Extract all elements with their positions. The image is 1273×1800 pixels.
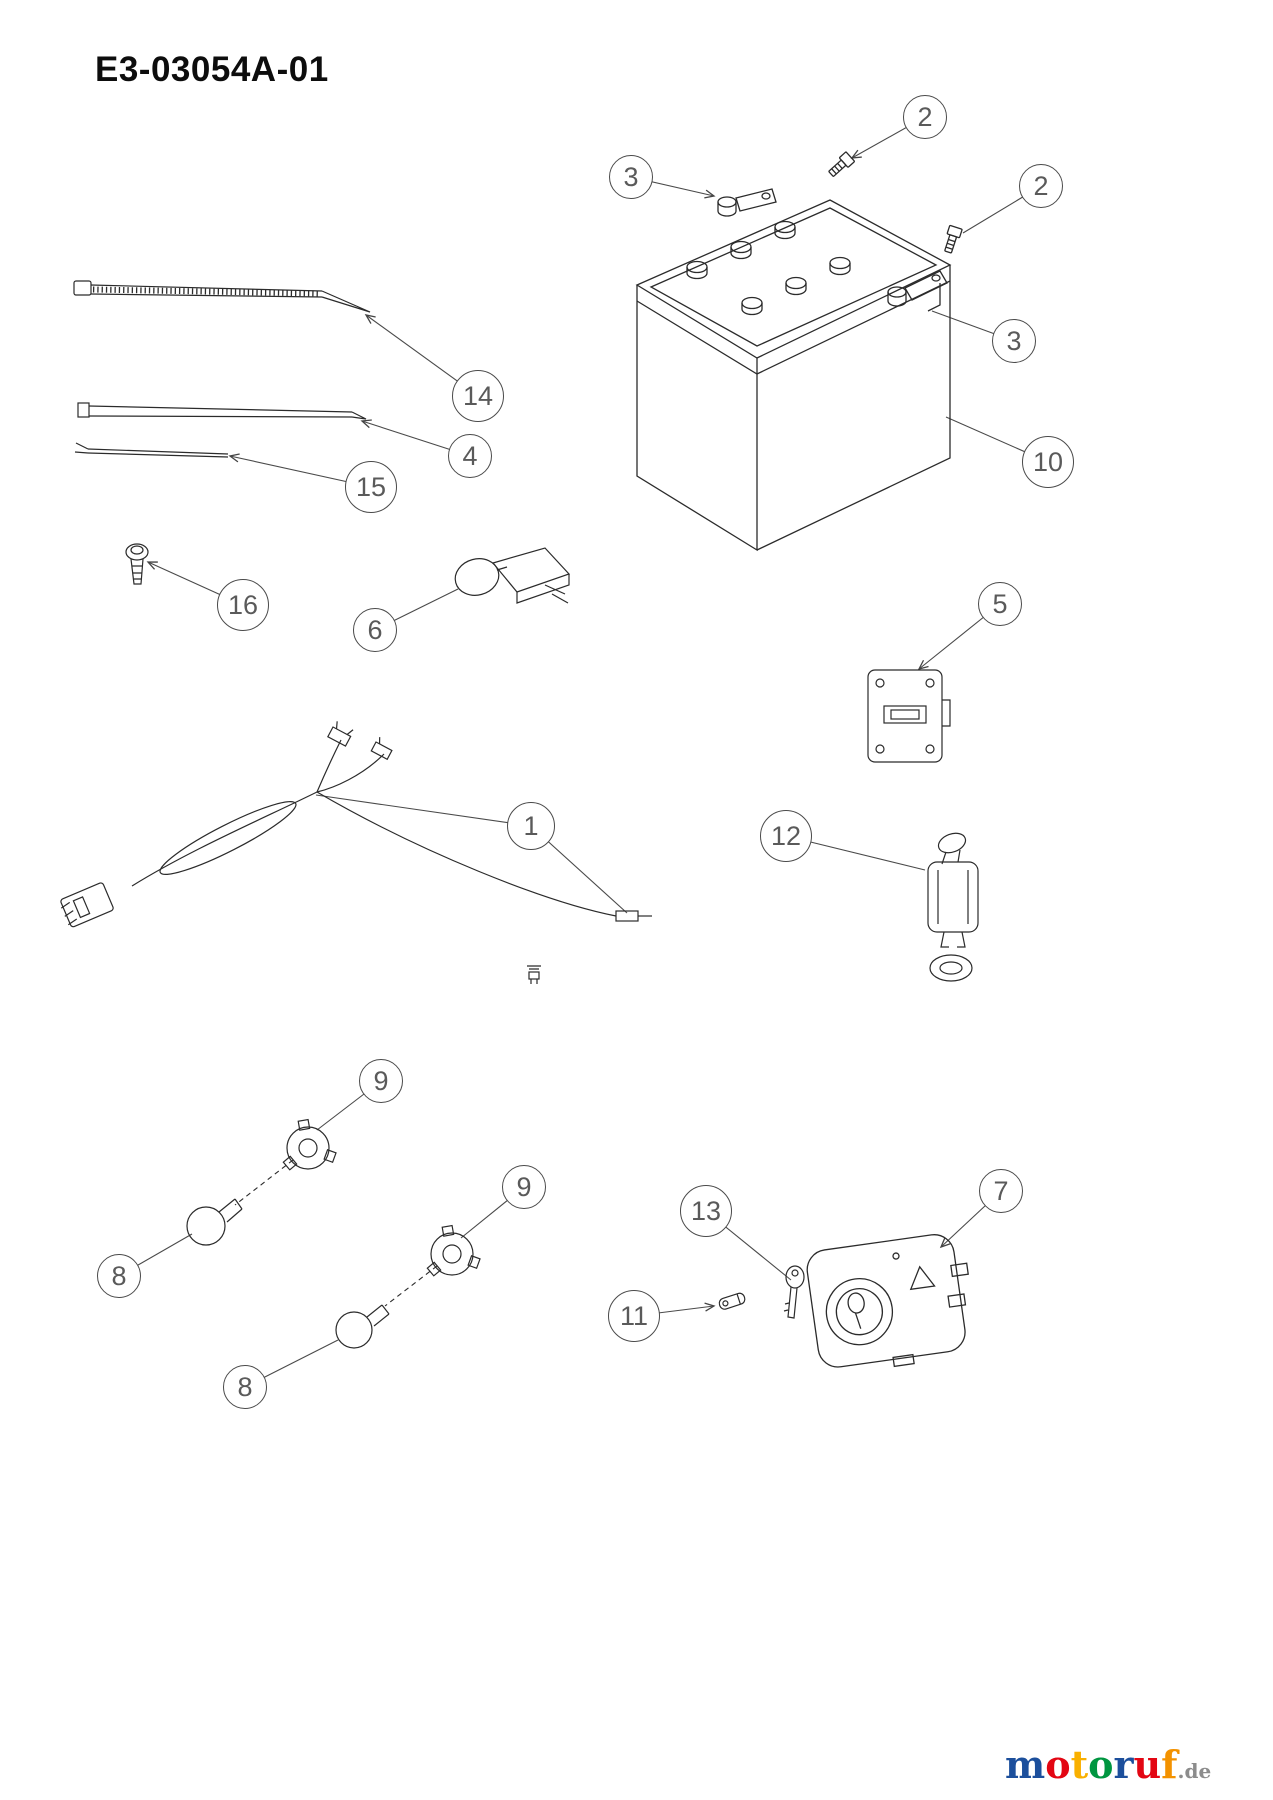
callout-part-12: 12: [760, 810, 812, 862]
callout-part-8: 8: [97, 1254, 141, 1298]
logo-letter: m: [1005, 1742, 1046, 1787]
bolt-icon: [828, 151, 855, 177]
callout-part-3: 3: [609, 155, 653, 199]
socket-component-drawing: [927, 832, 979, 982]
callout-part-4: 4: [448, 434, 492, 478]
callout-part-14: 14: [452, 370, 504, 422]
logo-letter: f: [1161, 1742, 1178, 1787]
bulb-drawing: [335, 1304, 390, 1349]
key-drawing: [783, 1265, 805, 1319]
logo-suffix: .de: [1177, 1759, 1212, 1783]
callout-part-3: 3: [992, 319, 1036, 363]
logo-letter: o: [1045, 1742, 1071, 1787]
battery-terminal-icon: [717, 188, 777, 217]
switch-drawing: [454, 547, 571, 604]
bulb-socket-drawing: [426, 1224, 481, 1277]
cable-drawing: [77, 402, 367, 420]
leader-lines: [118, 116, 1049, 1388]
callout-part-2: 2: [1019, 164, 1063, 208]
battery-caps: [686, 220, 851, 316]
axis-dashed-line: [234, 1159, 294, 1206]
small-connector-icon: [527, 965, 541, 984]
bulb-drawing: [186, 1198, 243, 1246]
callout-part-15: 15: [345, 461, 397, 513]
callout-part-7: 7: [979, 1169, 1023, 1213]
ignition-switch-drawing: [806, 1234, 969, 1368]
cable-tie-drawing: [73, 280, 371, 313]
callout-part-6: 6: [353, 608, 397, 652]
callout-part-2: 2: [903, 95, 947, 139]
callout-part-9: 9: [359, 1059, 403, 1103]
bolt-icon: [944, 224, 963, 254]
battery-drawing: [635, 151, 963, 552]
bulb-socket-drawing: [282, 1118, 337, 1171]
callout-part-10: 10: [1022, 436, 1074, 488]
key-blank-drawing: [718, 1292, 746, 1310]
axis-dashed-line: [384, 1265, 438, 1307]
relay-drawing: [867, 669, 951, 763]
callout-part-5: 5: [978, 582, 1022, 626]
motoruf-logo: motoruf.de: [1005, 1746, 1211, 1784]
callout-part-8: 8: [223, 1365, 267, 1409]
callout-part-11: 11: [608, 1290, 660, 1342]
callout-part-16: 16: [217, 579, 269, 631]
callout-part-1: 1: [507, 802, 555, 850]
logo-letter: u: [1133, 1742, 1162, 1787]
callout-part-9: 9: [502, 1165, 546, 1209]
logo-letter: r: [1113, 1742, 1134, 1787]
logo-letter: t: [1070, 1742, 1089, 1787]
battery-terminal-icon: [887, 270, 948, 312]
clip-screw-drawing: [125, 543, 149, 585]
wiring-harness-drawing: [60, 721, 652, 984]
diagram-title: E3-03054A-01: [95, 50, 329, 89]
wire-drawing: [74, 442, 229, 458]
logo-letter: o: [1088, 1742, 1114, 1787]
callout-part-13: 13: [680, 1185, 732, 1237]
